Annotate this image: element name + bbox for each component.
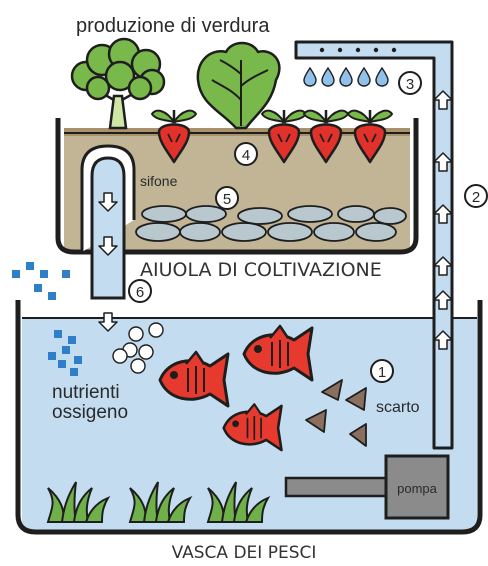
drop-icon	[303, 67, 317, 87]
svg-text:6: 6	[136, 284, 144, 301]
step-2-marker: 2	[464, 184, 488, 208]
gravel-layer	[135, 205, 407, 242]
drop-icon	[339, 67, 353, 87]
pump-label: pompa	[397, 481, 438, 496]
return-pipe	[294, 40, 454, 450]
drop-icon	[357, 67, 371, 87]
lettuce-icon	[196, 41, 281, 130]
step-6-marker: 6	[128, 279, 152, 303]
svg-text:3: 3	[406, 76, 414, 93]
fish-tank-label: VASCA DEI PESCI	[172, 543, 317, 563]
step-5-marker: 5	[215, 186, 239, 210]
vegetable-production-title: produzione di verdura	[76, 15, 270, 37]
waste-label: scarto	[376, 399, 420, 416]
svg-text:1: 1	[378, 364, 386, 381]
drop-icon	[375, 67, 389, 87]
siphon	[80, 144, 136, 332]
svg-text:5: 5	[223, 191, 231, 208]
waste-particles	[305, 379, 367, 447]
nutrients-label: nutrienti	[52, 382, 120, 403]
nutrients-squares	[12, 262, 82, 376]
oxygen-label: ossigeno	[52, 402, 128, 423]
step-1-marker: 1	[370, 359, 394, 383]
step-3-marker: 3	[398, 71, 422, 95]
grow-bed-label: AIUOLA DI COLTIVAZIONE	[140, 259, 382, 281]
svg-text:2: 2	[472, 189, 480, 206]
oxygen-bubbles	[112, 322, 164, 374]
siphon-label: sifone	[140, 173, 178, 189]
broccoli-icon	[70, 37, 166, 130]
pump: pompa	[284, 454, 450, 520]
svg-text:4: 4	[242, 147, 250, 164]
step-4-marker: 4	[234, 142, 258, 166]
drop-icon	[321, 67, 335, 87]
water-drops	[303, 67, 389, 87]
step-markers: 1 2 3 4 5 6	[128, 71, 488, 383]
